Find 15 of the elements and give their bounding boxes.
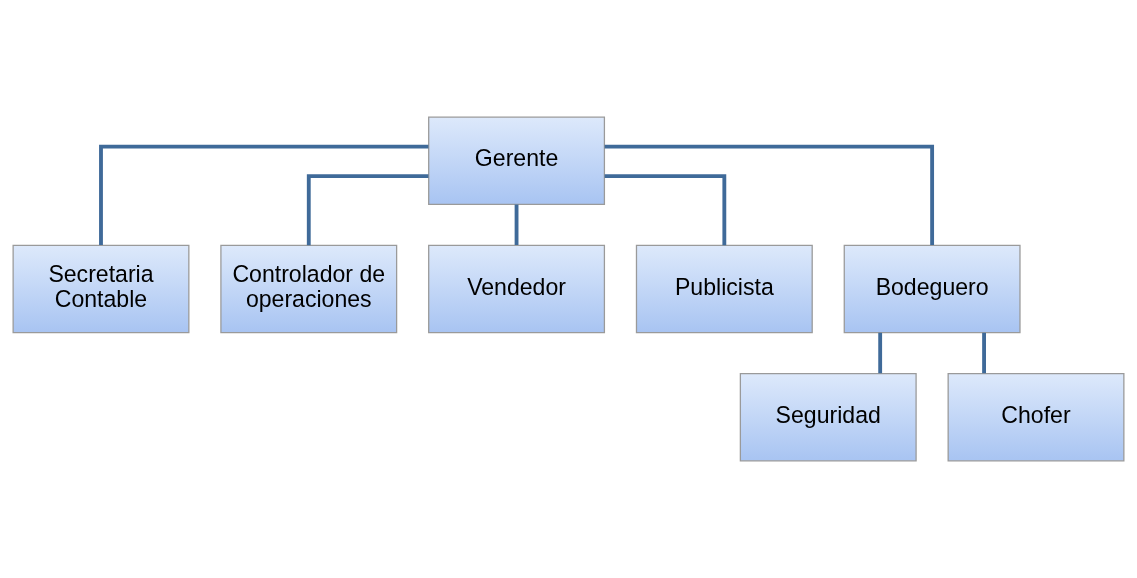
node-box: Chofer — [947, 373, 1125, 462]
connector — [604, 144, 935, 246]
node-box: Controlador de operaciones — [220, 244, 398, 334]
connector — [99, 144, 429, 246]
connector — [878, 332, 883, 374]
node-box: Bodeguero — [843, 244, 1021, 334]
connector — [306, 174, 429, 246]
connector — [982, 332, 986, 374]
node-box: Secretaria Contable — [12, 244, 190, 334]
connector — [514, 204, 519, 245]
node-box: Vendedor — [428, 244, 606, 334]
node-box: Gerente — [428, 116, 606, 205]
connector — [604, 174, 727, 246]
node-box: Publicista — [635, 244, 813, 334]
node-box: Seguridad — [739, 373, 917, 462]
